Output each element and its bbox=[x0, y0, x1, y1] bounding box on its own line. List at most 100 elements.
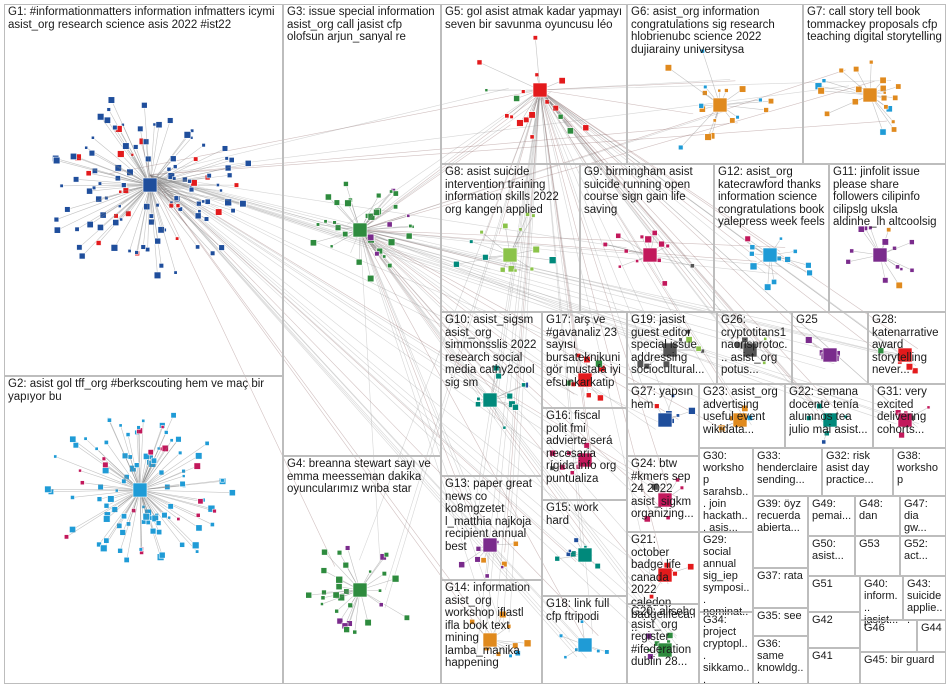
graph-node bbox=[744, 235, 751, 242]
graph-node bbox=[651, 483, 659, 491]
graph-node bbox=[352, 582, 368, 598]
edge bbox=[359, 229, 591, 544]
graph-node bbox=[604, 649, 610, 655]
graph-node bbox=[408, 223, 413, 229]
graph-node bbox=[557, 113, 564, 120]
edge bbox=[149, 184, 222, 191]
graph-node bbox=[131, 508, 136, 513]
graph-node bbox=[742, 342, 758, 358]
graph-node bbox=[911, 367, 919, 375]
graph-node bbox=[566, 450, 572, 456]
edge bbox=[359, 229, 500, 656]
edge bbox=[359, 229, 656, 587]
edge bbox=[719, 104, 767, 111]
edge bbox=[149, 174, 578, 658]
graph-node bbox=[670, 393, 675, 398]
edge bbox=[492, 89, 541, 657]
group-box-g10: G10: asist_sigsm asist_org simmonsslis 2… bbox=[441, 312, 542, 476]
edge bbox=[539, 89, 586, 129]
graph-node bbox=[367, 233, 375, 241]
graph-node bbox=[221, 145, 229, 152]
graph-node bbox=[53, 226, 61, 234]
edge bbox=[86, 147, 151, 186]
graph-node bbox=[172, 164, 178, 169]
edge bbox=[149, 184, 176, 273]
graph-node bbox=[531, 213, 536, 218]
edge bbox=[539, 89, 584, 567]
graph-node bbox=[70, 152, 77, 160]
graph-node bbox=[905, 363, 914, 371]
group-label-g7: G7: call story tell book tommackey propo… bbox=[807, 6, 942, 43]
edge bbox=[359, 229, 371, 279]
edge bbox=[149, 184, 244, 205]
graph-node bbox=[763, 107, 769, 113]
graph-node bbox=[321, 589, 327, 596]
edge bbox=[149, 184, 222, 248]
graph-node bbox=[822, 412, 838, 428]
graph-node bbox=[368, 569, 372, 574]
graph-node bbox=[521, 382, 527, 388]
graph-node bbox=[122, 142, 130, 150]
graph-node bbox=[695, 345, 702, 352]
graph-node bbox=[155, 121, 163, 129]
graph-node bbox=[173, 195, 179, 201]
edge bbox=[149, 174, 664, 638]
edge bbox=[56, 160, 151, 186]
edge bbox=[149, 174, 919, 424]
edge bbox=[149, 174, 826, 370]
graph-node bbox=[107, 495, 115, 503]
graph-node bbox=[886, 227, 892, 233]
graph-node bbox=[110, 244, 119, 252]
graph-node bbox=[209, 522, 215, 527]
graph-node bbox=[219, 188, 223, 193]
group-box-g20: G20: alisehq asist_org register #ifedera… bbox=[627, 604, 699, 684]
edge bbox=[149, 174, 658, 649]
graph-node bbox=[52, 156, 61, 165]
edge bbox=[702, 51, 721, 106]
graph-node bbox=[364, 619, 372, 627]
graph-node bbox=[649, 594, 654, 600]
edge bbox=[149, 174, 581, 641]
group-label-g37: G37: rata bbox=[757, 570, 803, 582]
graph-node bbox=[212, 508, 217, 514]
group-box-g46: G46 bbox=[860, 620, 917, 652]
graph-node bbox=[529, 134, 535, 140]
edge bbox=[359, 229, 593, 556]
edge bbox=[539, 89, 766, 274]
graph-node bbox=[763, 336, 768, 341]
graph-node bbox=[188, 186, 195, 193]
graph-node bbox=[352, 629, 358, 635]
graph-node bbox=[69, 526, 76, 533]
graph-node bbox=[195, 524, 203, 532]
graph-node bbox=[909, 267, 915, 273]
graph-node bbox=[857, 225, 865, 233]
edge bbox=[539, 89, 818, 409]
graph-node bbox=[376, 192, 382, 199]
group-label-g4: G4: breanna stewart sayı ve emma meessem… bbox=[287, 458, 435, 495]
graph-node bbox=[642, 247, 658, 263]
graph-node bbox=[838, 67, 844, 74]
graph-node bbox=[528, 111, 536, 119]
edge bbox=[539, 89, 830, 430]
graph-node bbox=[771, 279, 777, 285]
edge bbox=[359, 229, 662, 508]
edge bbox=[126, 489, 141, 560]
graph-node bbox=[654, 403, 660, 409]
graph-node bbox=[718, 425, 724, 431]
edge bbox=[149, 148, 226, 186]
edge bbox=[821, 90, 871, 96]
graph-node bbox=[502, 425, 507, 430]
edge bbox=[359, 229, 410, 237]
graph-node bbox=[224, 198, 232, 207]
graph-node bbox=[482, 632, 498, 648]
group-label-g44: G44 bbox=[921, 622, 942, 634]
graph-node bbox=[332, 220, 337, 225]
graph-node bbox=[153, 271, 162, 279]
edge bbox=[139, 455, 199, 491]
graph-node bbox=[822, 347, 838, 363]
graph-node bbox=[206, 173, 212, 179]
graph-node bbox=[897, 412, 913, 428]
graph-node bbox=[154, 237, 161, 245]
graph-node bbox=[480, 557, 487, 564]
